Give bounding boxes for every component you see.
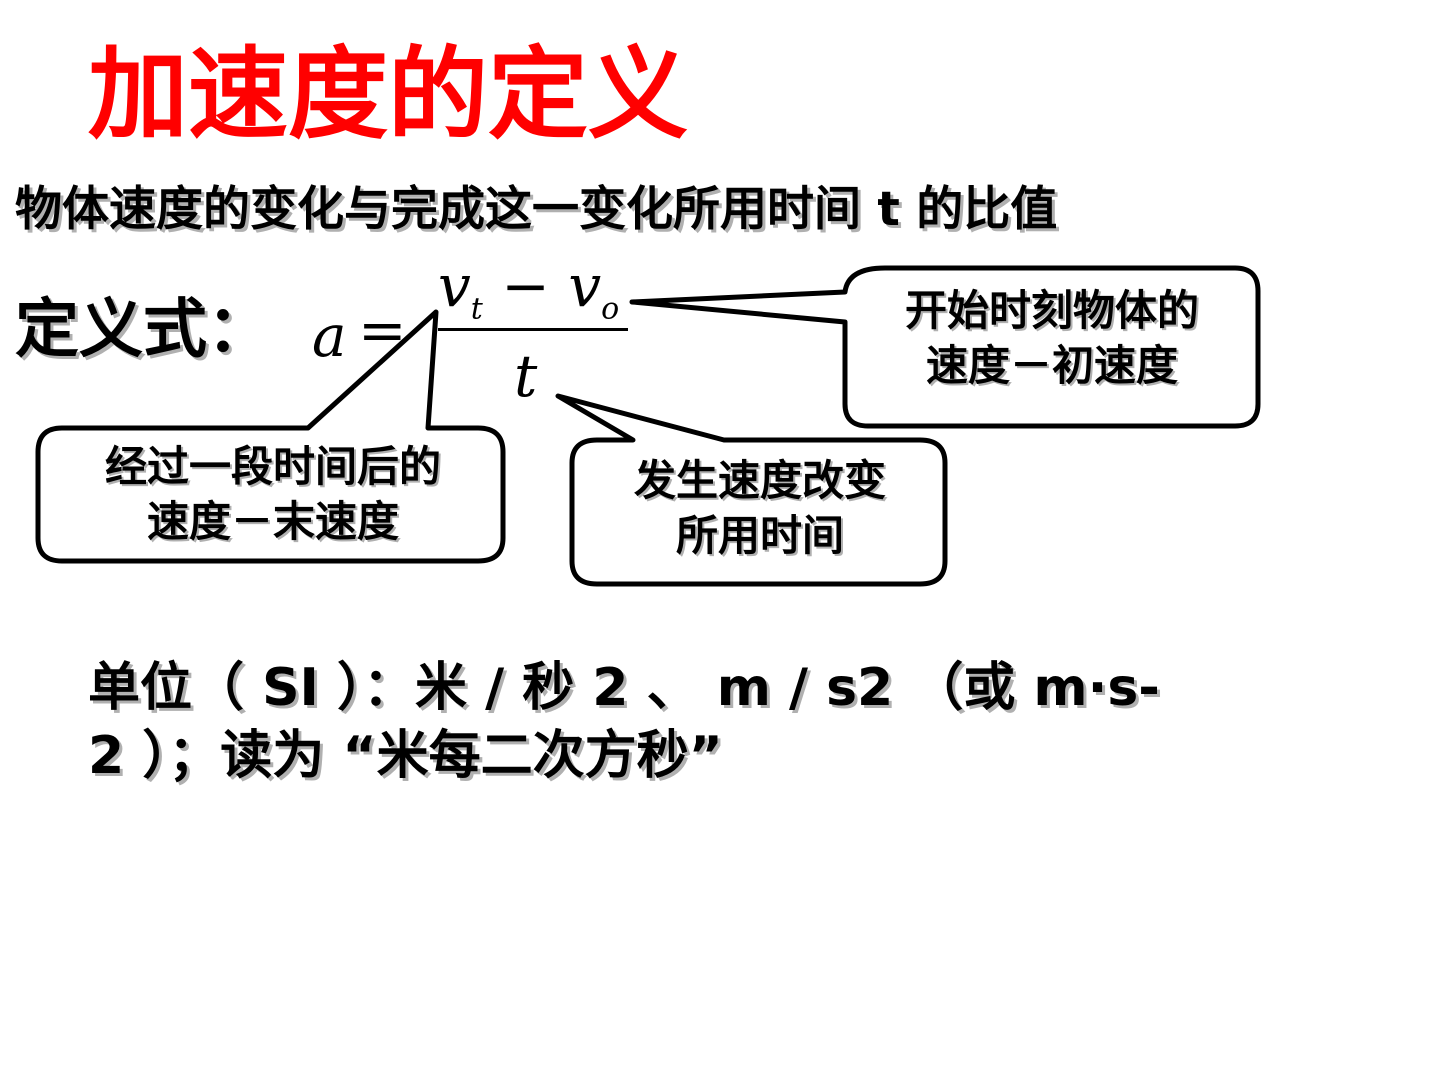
callout-time-elapsed-line1: 发生速度改变 <box>633 456 886 505</box>
initial-velocity-subscript: o <box>601 291 620 327</box>
callout-time-elapsed-bubble <box>555 393 948 587</box>
callout-final-velocity-bubble <box>35 309 506 564</box>
callout-initial-velocity-line2: 速度－初速度 <box>925 340 1178 390</box>
initial-velocity-symbol: v <box>568 252 602 320</box>
callout-final-velocity-text: 经过一段时间后的 速度－末速度 <box>58 440 488 549</box>
acceleration-formula: a = vt − vo t <box>300 250 660 420</box>
final-velocity-symbol: v <box>438 252 471 320</box>
units-line2: 2 ）；读为 “米每二次方秒” <box>88 725 723 786</box>
callout-time-elapsed-text: 发生速度改变 所用时间 <box>590 454 930 563</box>
slide-title: 加速度的定义 <box>88 36 688 153</box>
units-line1: 单位（ SI ）：米 / 秒 2 、 m / s2 （或 m·s- <box>88 658 1160 718</box>
formula-minus-sign: − <box>482 252 569 320</box>
callout-initial-velocity-text: 开始时刻物体的 速度－初速度 <box>862 284 1242 393</box>
formula-denominator: t <box>514 342 538 410</box>
formula-label: 定义式： <box>15 293 271 367</box>
callout-initial-velocity-bubble <box>629 265 1261 429</box>
definition-text: 物体速度的变化与完成这一变化所用时间 t 的比值 <box>15 182 1058 237</box>
fraction-bar <box>438 328 628 331</box>
callout-initial-velocity-line1: 开始时刻物体的 <box>904 286 1199 335</box>
final-velocity-subscript: t <box>470 291 483 327</box>
units-text: 单位（ SI ）：米 / 秒 2 、 m / s2 （或 m·s- 2 ）；读为… <box>88 655 1288 790</box>
formula-acceleration-symbol: a <box>312 302 347 370</box>
callout-final-velocity-line1: 经过一段时间后的 <box>104 442 441 491</box>
formula-numerator: vt − vo <box>438 252 619 327</box>
callout-final-velocity-line2: 速度－末速度 <box>146 496 399 546</box>
callout-time-elapsed-line2: 所用时间 <box>675 510 844 560</box>
